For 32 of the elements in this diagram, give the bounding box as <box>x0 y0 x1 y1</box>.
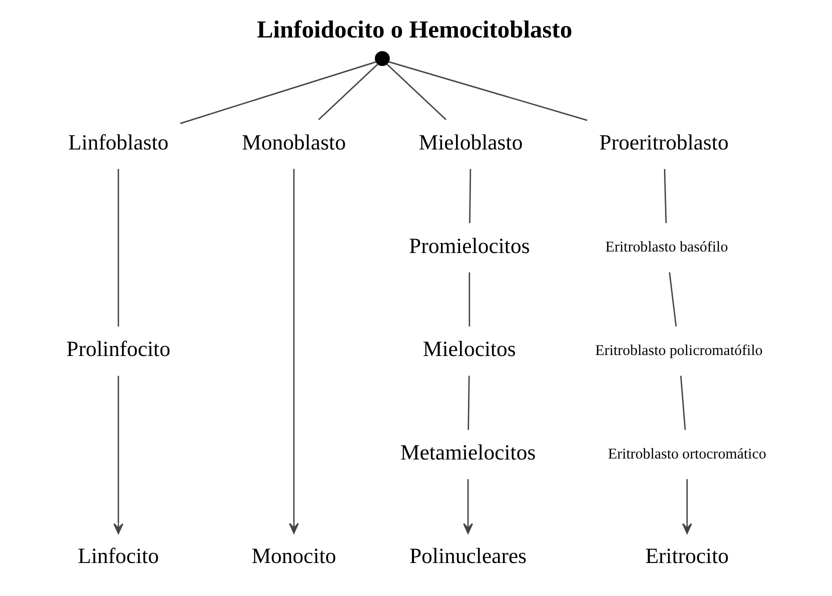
connector <box>668 272 677 327</box>
connector <box>318 63 379 120</box>
node-text: Promielocitos <box>408 234 530 258</box>
node-text: Linfoblasto <box>68 130 169 154</box>
diagram-title: Linfoidocito o Hemocitoblasto <box>256 16 572 44</box>
arrow <box>463 479 473 534</box>
connector <box>664 168 667 224</box>
node-text: Prolinfocito <box>66 337 170 362</box>
connector <box>469 168 472 224</box>
node-text: Proeritroblasto <box>599 130 729 154</box>
connector <box>386 63 446 120</box>
connector <box>180 61 377 124</box>
node-text: Monoblasto <box>242 130 346 154</box>
connector <box>388 61 588 121</box>
connector <box>118 169 120 327</box>
node-text: Eritrocito <box>645 544 729 568</box>
node-text: Metamielocitos <box>400 440 536 465</box>
node-circle <box>374 51 390 66</box>
node-text: Linfocito <box>78 544 159 568</box>
connector <box>468 376 470 430</box>
node-text: Mieloblasto <box>418 130 523 154</box>
node-text: Eritroblasto policromatófilo <box>595 342 763 359</box>
node-text: Eritroblasto basófilo <box>605 239 728 256</box>
arrow <box>682 479 692 534</box>
node-text: Mielocitos <box>422 337 516 362</box>
connector <box>680 376 686 430</box>
connector <box>468 272 470 326</box>
node-text: Polinucleares <box>409 544 527 568</box>
node-text: Eritroblasto ortocromático <box>608 446 766 462</box>
arrow <box>113 376 124 534</box>
node-text: Monocito <box>252 544 336 568</box>
arrow <box>288 168 299 534</box>
